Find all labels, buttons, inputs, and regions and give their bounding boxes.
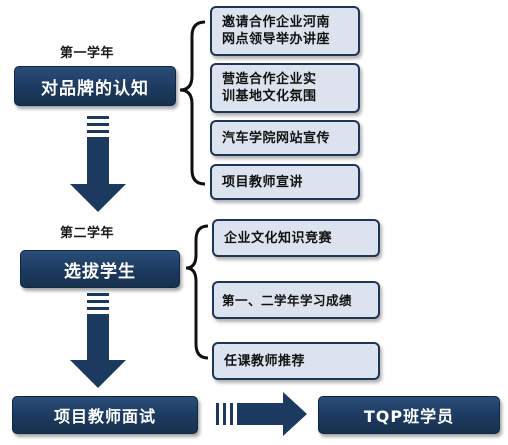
- arrow-down-2: [70, 293, 126, 388]
- arrow-right: [216, 392, 307, 436]
- item-teacher-recommendation: 任课教师推荐: [212, 342, 380, 380]
- brace-year2: [185, 224, 209, 360]
- item-training-base-culture: 营造合作企业实 训基地文化氛围: [210, 63, 360, 113]
- brace-year1: [179, 20, 206, 186]
- year2-label: 第二学年: [60, 226, 115, 241]
- stage-teacher-interview: 项目教师面试: [12, 396, 198, 434]
- item-website-promotion: 汽车学院网站宣传: [210, 120, 360, 156]
- item-teacher-presentation: 项目教师宣讲: [210, 164, 360, 200]
- year1-label: 第一学年: [60, 46, 115, 61]
- item-culture-quiz: 企业文化知识竞赛: [212, 219, 380, 257]
- stage-select-students: 选拔学生: [20, 250, 180, 288]
- stage-tqp-class-member: TQP班学员: [318, 396, 500, 434]
- arrow-down-1: [70, 116, 126, 212]
- stage-brand-awareness: 对品牌的认知: [14, 66, 176, 106]
- item-enterprise-lecture: 邀请合作企业河南 网点领导举办讲座: [210, 6, 360, 56]
- item-academic-grades: 第一、二学年学习成绩: [212, 281, 380, 319]
